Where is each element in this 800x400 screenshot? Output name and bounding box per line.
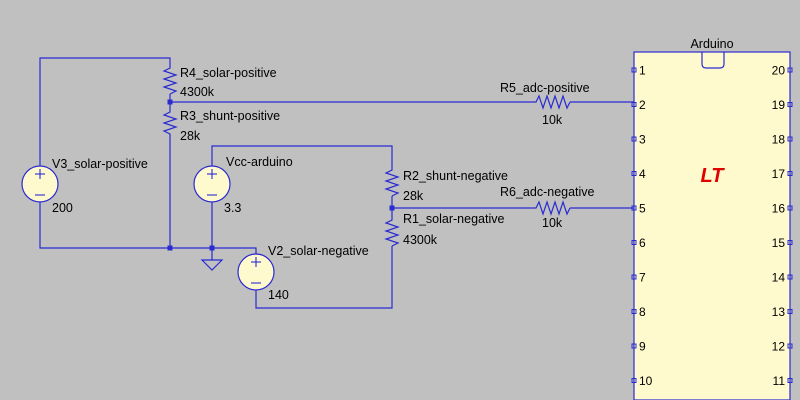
chip-pin-label-11: 11 bbox=[773, 374, 786, 388]
ground-symbol[interactable] bbox=[200, 259, 224, 271]
chip-pin-label-15: 15 bbox=[772, 236, 786, 250]
r1-value-label: 4300k bbox=[403, 233, 438, 247]
resistor-r1[interactable] bbox=[384, 216, 400, 247]
chip-pin-14[interactable] bbox=[787, 274, 793, 280]
r2-value-label: 28k bbox=[403, 189, 424, 203]
chip-left-pins: 1 2 3 4 5 6 7 8 9 10 bbox=[631, 64, 653, 388]
chip-pin-15[interactable] bbox=[787, 240, 793, 245]
chip-pin-10[interactable] bbox=[631, 378, 637, 383]
chip-pin-19[interactable] bbox=[787, 102, 793, 107]
chip-pin-16[interactable] bbox=[787, 205, 793, 211]
junction-dot-r4r3 bbox=[167, 99, 173, 105]
chip-pin-label-6: 6 bbox=[639, 236, 646, 250]
resistor-r4[interactable] bbox=[162, 64, 178, 95]
chip-pin-label-14: 14 bbox=[772, 271, 786, 285]
voltage-source-v2[interactable] bbox=[237, 253, 275, 291]
chip-pin-3[interactable] bbox=[631, 136, 637, 142]
chip-pin-13[interactable] bbox=[787, 309, 793, 314]
resistor-r2[interactable] bbox=[384, 166, 400, 197]
chip-pin-label-17: 17 bbox=[772, 167, 786, 181]
vcc-name-label: Vcc-arduino bbox=[226, 155, 293, 169]
v3-value-label: 200 bbox=[52, 201, 73, 215]
r5-name-label: R5_adc-positive bbox=[500, 81, 590, 95]
chip-pin-6[interactable] bbox=[631, 240, 637, 245]
chip-pin-label-9: 9 bbox=[639, 340, 646, 354]
chip-pin-2[interactable] bbox=[631, 102, 637, 107]
wire-v3-top[interactable] bbox=[39, 57, 171, 166]
r1-name-label: R1_solar-negative bbox=[403, 212, 504, 226]
chip-right-pins: 20 19 18 17 16 15 14 13 12 11 bbox=[772, 64, 793, 388]
chip-pin-label-5: 5 bbox=[639, 202, 646, 216]
junction-dot-r2r1 bbox=[389, 205, 395, 211]
chip-pin-11[interactable] bbox=[787, 378, 793, 383]
wire-gnd-v2[interactable] bbox=[170, 247, 257, 255]
chip-pin-label-3: 3 bbox=[639, 133, 646, 147]
r2-name-label: R2_shunt-negative bbox=[403, 169, 508, 183]
chip-logo: LT bbox=[701, 165, 726, 187]
v2-name-label: V2_solar-negative bbox=[268, 244, 369, 258]
r6-value-label: 10k bbox=[542, 216, 563, 230]
chip-pin-label-18: 18 bbox=[772, 133, 786, 147]
chip-pin-12[interactable] bbox=[787, 343, 793, 349]
r4-value-label: 4300k bbox=[180, 85, 215, 99]
wire-v3-bottom[interactable] bbox=[39, 202, 170, 249]
chip-notch bbox=[701, 52, 725, 69]
chip-title: Arduino bbox=[690, 37, 733, 51]
chip-pin-8[interactable] bbox=[631, 309, 637, 314]
voltage-source-vcc[interactable] bbox=[193, 165, 231, 203]
chip-pin-20[interactable] bbox=[787, 67, 793, 73]
chip-pin-label-1: 1 bbox=[639, 64, 646, 78]
resistor-r5[interactable] bbox=[532, 94, 571, 110]
resistor-r3[interactable] bbox=[162, 108, 178, 136]
chip-pin-label-20: 20 bbox=[772, 64, 786, 78]
junction-dot-gnd-vcc bbox=[209, 245, 215, 251]
r4-name-label: R4_solar-positive bbox=[180, 66, 277, 80]
wire-r1-v2[interactable] bbox=[255, 246, 393, 309]
chip-pin-9[interactable] bbox=[631, 343, 637, 349]
chip-pin-label-2: 2 bbox=[639, 98, 646, 112]
chip-pin-label-8: 8 bbox=[639, 305, 646, 319]
chip-pin-5[interactable] bbox=[631, 205, 637, 211]
chip-pin-1[interactable] bbox=[631, 67, 637, 73]
chip-pin-label-10: 10 bbox=[639, 374, 653, 388]
r5-value-label: 10k bbox=[542, 113, 563, 127]
chip-pin-4[interactable] bbox=[631, 171, 637, 176]
chip-pin-label-19: 19 bbox=[772, 98, 786, 112]
chip-body[interactable] bbox=[633, 51, 791, 400]
chip-pin-label-4: 4 bbox=[639, 167, 646, 181]
vcc-value-label: 3.3 bbox=[224, 201, 241, 215]
v2-value-label: 140 bbox=[268, 288, 289, 302]
wire-vcc-r2[interactable] bbox=[211, 145, 393, 166]
junction-dot-gnd-left bbox=[167, 245, 173, 251]
r3-value-label: 28k bbox=[180, 129, 201, 143]
chip-pin-18[interactable] bbox=[787, 136, 793, 142]
chip-pin-label-16: 16 bbox=[772, 202, 786, 216]
chip-pin-label-12: 12 bbox=[772, 340, 786, 354]
chip-pin-17[interactable] bbox=[787, 171, 793, 176]
wires bbox=[39, 57, 634, 309]
v3-name-label: V3_solar-positive bbox=[52, 157, 148, 171]
voltage-source-v3[interactable] bbox=[21, 165, 59, 203]
r3-name-label: R3_shunt-positive bbox=[180, 109, 280, 123]
chip-pin-label-13: 13 bbox=[772, 305, 786, 319]
r6-name-label: R6_adc-negative bbox=[500, 185, 595, 199]
chip-pin-label-7: 7 bbox=[639, 271, 646, 285]
resistor-r6[interactable] bbox=[532, 200, 571, 216]
chip-pin-7[interactable] bbox=[631, 274, 637, 280]
